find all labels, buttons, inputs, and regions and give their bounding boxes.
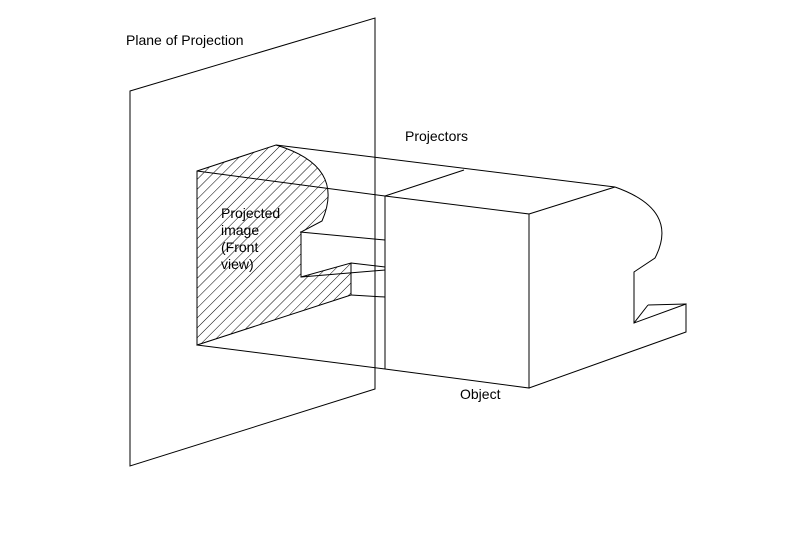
object-block <box>384 186 687 389</box>
plane-of-projection <box>129 17 376 467</box>
projected-image-line: (Front <box>221 239 259 255</box>
object-label: Object <box>460 386 501 402</box>
projected-image-line: image <box>221 222 260 238</box>
projectors-label: Projectors <box>405 128 469 144</box>
projected-image-line: view) <box>221 256 254 272</box>
projector-lines <box>196 144 616 370</box>
plane-label: Plane of Projection <box>126 32 244 48</box>
projected-image-line: Projected <box>221 205 281 221</box>
projected-image-label: Projected image (Front view) <box>221 205 280 273</box>
projected-front-view <box>196 144 352 346</box>
